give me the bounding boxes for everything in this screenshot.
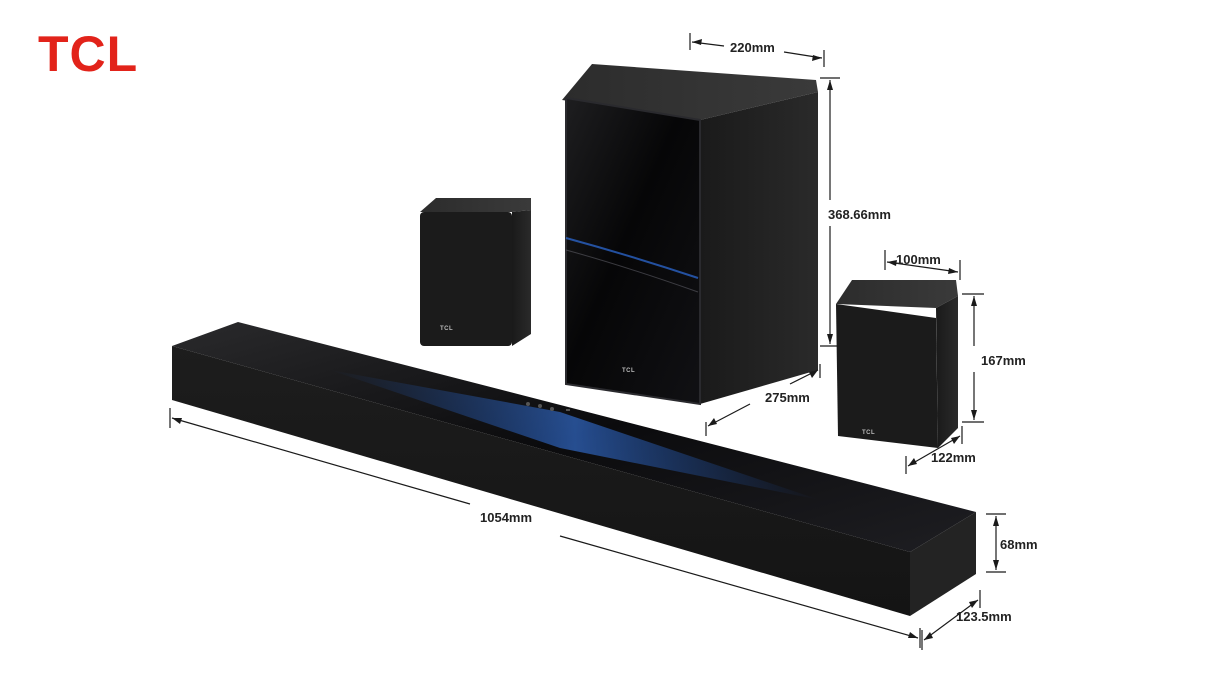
dimension-satellite-height: 167mm — [962, 293, 1026, 423]
dimension-soundbar-height: 68mm — [986, 513, 1038, 573]
soundbar-button-2[interactable] — [538, 404, 542, 408]
dimension-soundbar-depth: 123.5mm — [921, 590, 1012, 650]
soundbar-height-label: 68mm — [1000, 537, 1038, 552]
dimension-satellite-depth: 122mm — [905, 426, 976, 474]
right-rear-speaker-front — [836, 304, 938, 448]
right-rear-speaker-top — [836, 280, 958, 308]
right-rear-speaker-logo: TCL — [862, 430, 875, 436]
left-rear-speaker: TCL — [420, 198, 531, 346]
soundbar-length-label: 1054mm — [480, 510, 532, 525]
subwoofer-top — [562, 64, 818, 120]
left-rear-speaker-logo: TCL — [440, 326, 453, 332]
satellite-width-label: 100mm — [896, 252, 941, 267]
dimension-subwoofer-depth: 275mm — [705, 364, 821, 436]
soundbar-blue-reflection — [330, 370, 820, 500]
soundbar-button-1[interactable] — [526, 402, 530, 406]
satellite-height-label: 167mm — [981, 353, 1026, 368]
subwoofer-side — [700, 92, 818, 404]
soundbar-button-3[interactable] — [550, 407, 554, 411]
satellite-depth-label: 122mm — [931, 450, 976, 465]
dimension-soundbar-length: 1054mm — [169, 408, 921, 648]
subwoofer-blue-reflection — [565, 237, 699, 279]
right-rear-speaker: TCL — [836, 280, 958, 448]
dimension-satellite-width: 100mm — [884, 250, 961, 280]
soundbar-control-buttons — [526, 402, 570, 411]
dimension-subwoofer-width: 220mm — [689, 33, 825, 67]
soundbar-front-grille — [172, 346, 910, 616]
soundbar-side — [910, 512, 976, 616]
subwoofer-width-label: 220mm — [730, 40, 775, 55]
left-rear-speaker-front — [420, 212, 512, 346]
subwoofer-logo: TCL — [622, 368, 635, 374]
subwoofer-depth-label: 275mm — [765, 390, 810, 405]
soundbar — [172, 322, 976, 616]
soundbar-button-4[interactable] — [566, 409, 570, 411]
subwoofer-reflection — [565, 249, 699, 293]
subwoofer-height-label: 368.66mm — [828, 207, 891, 222]
soundbar-depth-label: 123.5mm — [956, 609, 1012, 624]
subwoofer-front — [565, 96, 701, 406]
dimension-subwoofer-height: 368.66mm — [820, 77, 891, 347]
left-rear-speaker-side — [512, 210, 531, 346]
subwoofer: TCL — [562, 64, 818, 406]
tcl-logo: TCL — [38, 26, 139, 82]
right-rear-speaker-side — [936, 296, 958, 448]
left-rear-speaker-top — [420, 198, 531, 212]
